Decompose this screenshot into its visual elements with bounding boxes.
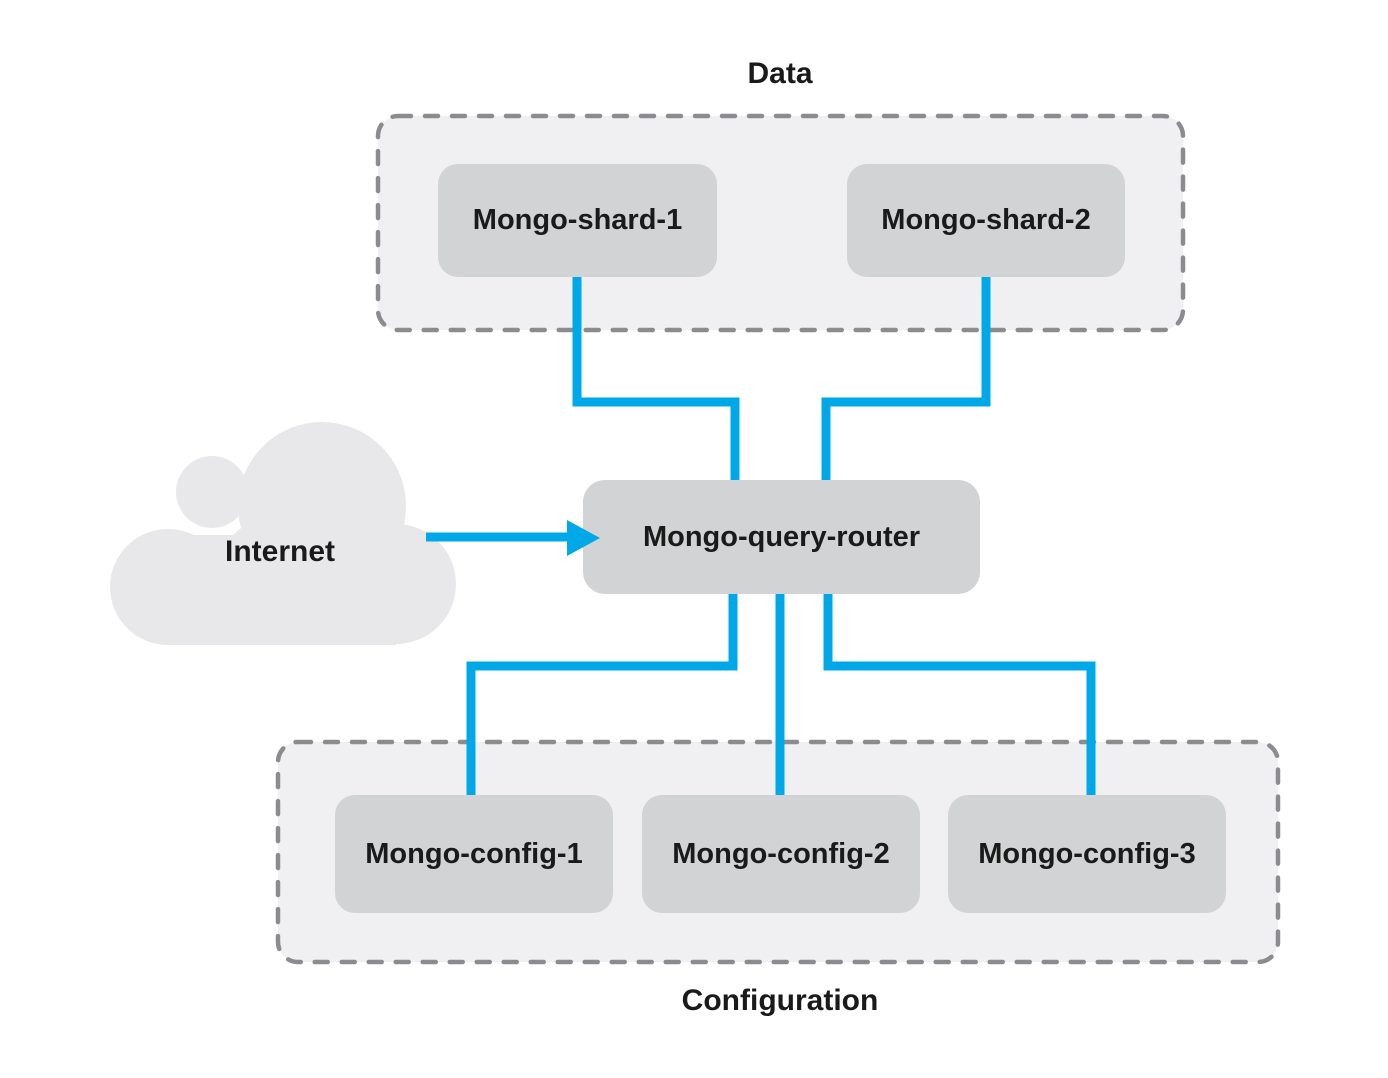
node-mongo-config-2: Mongo-config-2: [642, 795, 920, 913]
node-mongo-config-1: Mongo-config-1: [335, 795, 613, 913]
node-label: Mongo-query-router: [642, 520, 921, 553]
edge-router-to-config1: [466, 590, 738, 800]
node-label: Mongo-config-2: [672, 837, 890, 870]
node-label: Mongo-shard-2: [881, 204, 1091, 236]
internet-cloud: [110, 422, 456, 645]
node-mongo-query-router: Mongo-query-router: [583, 480, 980, 594]
edge-router-to-config3: [823, 590, 1096, 800]
node-label: Mongo-shard-1: [472, 204, 683, 236]
cloud-body: [168, 535, 396, 645]
node-label: Mongo-config-3: [978, 837, 1196, 870]
internet-label: Internet: [224, 535, 335, 568]
cloud-bump-left-icon: [176, 456, 248, 528]
edge-shard2-to-router: [821, 273, 991, 486]
node-mongo-shard-1: Mongo-shard-1: [438, 164, 717, 277]
node-mongo-config-3: Mongo-config-3: [948, 795, 1226, 913]
configuration-group-label: Configuration: [681, 984, 879, 1017]
node-label: Mongo-config-1: [365, 837, 583, 870]
node-mongo-shard-2: Mongo-shard-2: [847, 164, 1125, 277]
data-group-label: Data: [747, 57, 813, 90]
edge-shard1-to-router: [572, 273, 740, 486]
